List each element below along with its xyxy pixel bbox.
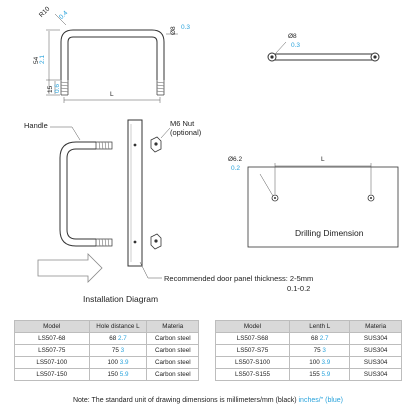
nut-label: M6 Nut xyxy=(170,119,195,128)
drilling-title: Drilling Dimension xyxy=(295,228,364,238)
table-row: LS507-100 100 3.9 Carbon steel LS507-S10… xyxy=(14,356,402,369)
panel-thickness-inch: 0.1-0.2 xyxy=(287,284,311,293)
cell-length: 75 3 xyxy=(289,344,351,357)
drill-length-label: L xyxy=(321,156,325,163)
header-hole-distance: Hole distance L xyxy=(88,320,148,333)
rod-dia-label: Ø8 xyxy=(170,26,177,35)
spec-table: Model Hole distance L Materia Model Lent… xyxy=(14,320,402,381)
installation-drawing xyxy=(37,119,171,283)
units-note: Note: The standard unit of drawing dimen… xyxy=(0,397,416,404)
header-model: Model xyxy=(14,320,90,333)
table-gap xyxy=(198,368,216,381)
installation-title: Installation Diagram xyxy=(83,294,159,304)
table-gap xyxy=(198,320,216,333)
cell-model-s: LS507-S68 xyxy=(214,332,291,345)
table-header-row: Model Hole distance L Materia Model Lent… xyxy=(14,320,402,333)
thread-inch-label: 0.6 xyxy=(54,83,61,93)
cell-model-s: LS507-S75 xyxy=(214,344,291,357)
cell-material: Carbon steel xyxy=(146,368,200,381)
end-dia-label: Ø8 xyxy=(288,33,297,40)
handle-front-view xyxy=(46,13,178,103)
cell-model-s: LS507-S100 xyxy=(214,356,291,369)
cell-length: 68 2.7 xyxy=(289,332,351,345)
table-gap xyxy=(198,344,216,357)
drill-dia-inch-label: 0.2 xyxy=(231,165,241,172)
rod-dia-inch-label: 0.3 xyxy=(181,24,191,31)
cell-material: Carbon steel xyxy=(146,332,200,345)
cell-model-s: LS507-S155 xyxy=(214,368,291,381)
cell-model: LS507-100 xyxy=(14,356,90,369)
handle-label: Handle xyxy=(24,121,48,130)
header-material-s: Materia xyxy=(349,320,402,333)
header-model-s: Model xyxy=(214,320,291,333)
cell-distance: 75 3 xyxy=(88,344,148,357)
height-inch-label: 2.1 xyxy=(39,54,46,64)
table-row: LS507-68 68 2.7 Carbon steel LS507-S68 6… xyxy=(14,332,402,345)
panel-thickness-note: Recommended door panel thickness: 2-5mm xyxy=(164,274,314,283)
units-note-blue: inches/" (blue) xyxy=(298,397,344,404)
handle-end-view xyxy=(267,41,380,62)
cell-distance: 68 2.7 xyxy=(88,332,148,345)
cell-material-s: SUS304 xyxy=(349,368,402,381)
cell-material-s: SUS304 xyxy=(349,356,402,369)
cell-material-s: SUS304 xyxy=(349,332,402,345)
table-gap xyxy=(198,332,216,345)
cell-material: Carbon steel xyxy=(146,356,200,369)
cell-model: LS507-150 xyxy=(14,368,90,381)
cell-length: 100 3.9 xyxy=(289,356,351,369)
units-note-text: Note: The standard unit of drawing dimen… xyxy=(72,397,299,404)
cell-model: LS507-68 xyxy=(14,332,90,345)
cell-distance: 150 5.9 xyxy=(88,368,148,381)
table-row: LS507-150 150 5.9 Carbon steel LS507-S15… xyxy=(14,368,402,381)
table-row: LS507-75 75 3 Carbon steel LS507-S75 75 … xyxy=(14,344,402,357)
table-gap xyxy=(198,356,216,369)
header-length: Lenth L xyxy=(289,320,351,333)
cell-material-s: SUS304 xyxy=(349,344,402,357)
end-dia-inch-label: 0.3 xyxy=(291,42,301,49)
thread-label: 15 xyxy=(47,85,54,93)
header-material: Materia xyxy=(146,320,200,333)
cell-material: Carbon steel xyxy=(146,344,200,357)
drilling-drawing xyxy=(247,163,399,248)
cell-model: LS507-75 xyxy=(14,344,90,357)
drill-dia-label: Ø6.2 xyxy=(228,156,243,163)
nut-optional-label: (optional) xyxy=(170,128,202,137)
cell-length: 155 5.9 xyxy=(289,368,351,381)
cell-distance: 100 3.9 xyxy=(88,356,148,369)
length-label: L xyxy=(110,91,114,98)
